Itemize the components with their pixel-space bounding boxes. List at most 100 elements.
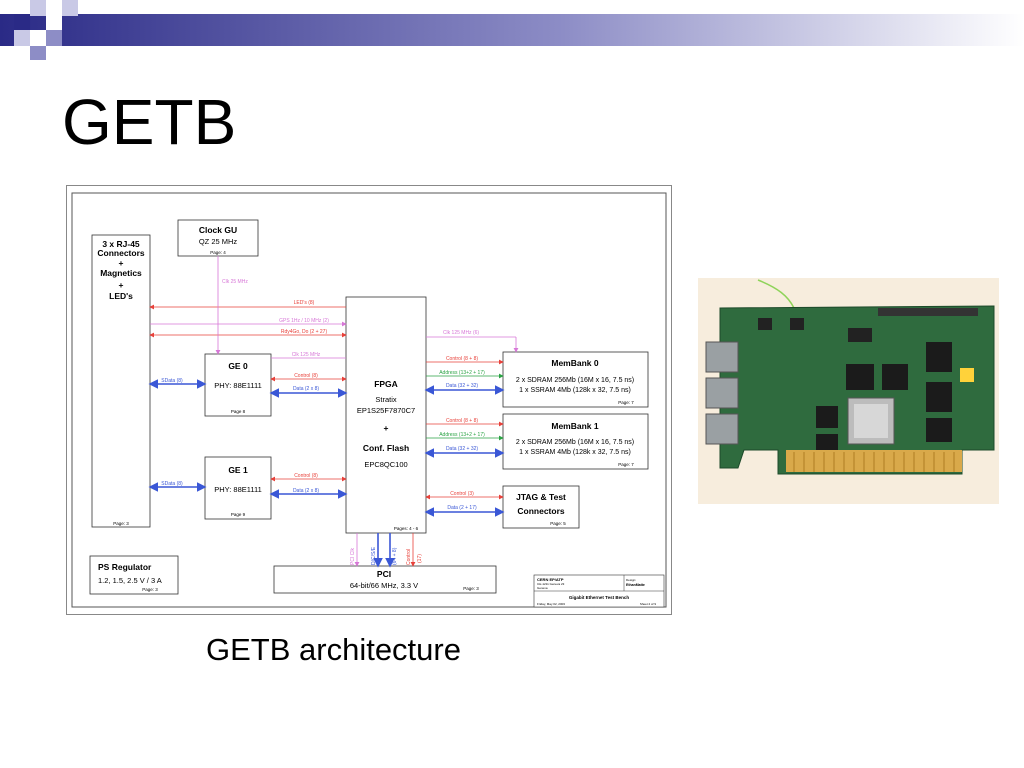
deco-square bbox=[14, 30, 30, 46]
pci-page: Page: 3 bbox=[463, 586, 479, 591]
membank1-page: Page: 7 bbox=[618, 462, 634, 467]
connectors-line6: LED's bbox=[109, 291, 133, 301]
figure-caption: GETB architecture bbox=[206, 632, 461, 667]
ge1-ctrl-label: Control (8) bbox=[294, 473, 318, 479]
connectors-line2: Connectors bbox=[97, 248, 145, 258]
tb-sheet: Sheet 2 of 9 bbox=[640, 602, 657, 606]
fpga-line1: Stratix bbox=[375, 395, 397, 404]
rdy-label: Rdy4Go, Do (2 + 27) bbox=[281, 329, 328, 335]
ge1-sub: PHY: 88E1111 bbox=[214, 485, 262, 494]
fpga-line5: EPC8QC100 bbox=[364, 460, 407, 469]
memory-chip bbox=[926, 342, 952, 372]
membank0-line2: 1 x SSRAM 4Mb (128k x 32, 7.5 ns) bbox=[519, 387, 631, 394]
tb-project: Gigabit Ethernet Test Bench bbox=[569, 595, 629, 600]
fpga-line4: Conf. Flash bbox=[363, 443, 409, 453]
ps-title: PS Regulator bbox=[98, 562, 152, 572]
ge0-block: GE 0 PHY: 88E1111 Page 8 bbox=[204, 353, 272, 417]
phy-chip bbox=[816, 406, 838, 428]
membank0-block: MemBank 0 2 x SDRAM 256Mb (16M x 16, 7.5… bbox=[502, 351, 649, 408]
architecture-schematic: 3 x RJ-45 Connectors + Magnetics + LED's… bbox=[66, 185, 672, 615]
deco-square bbox=[30, 30, 46, 46]
clk25-label: Clk 25 MHz bbox=[222, 279, 248, 285]
m0-data-label: Data (32 + 32) bbox=[446, 383, 478, 389]
m0-addr-label: Address (13+2 + 17) bbox=[439, 370, 485, 376]
memory-chip bbox=[926, 418, 952, 442]
clock-block: Clock GU QZ 25 MHz Page: 4 bbox=[177, 219, 259, 257]
membank1-title: MemBank 1 bbox=[551, 421, 599, 431]
connectors-line5: + bbox=[119, 280, 124, 290]
clk125b-label: Clk 125 MHz (6) bbox=[443, 330, 479, 336]
m1-addr-label: Address (13+2 + 17) bbox=[439, 432, 485, 438]
tb-addr1: CH-1211 Geneva 23 bbox=[537, 582, 565, 586]
ge1-block: GE 1 PHY: 88E1111 Page 9 bbox=[204, 456, 272, 520]
fpga-chip-face bbox=[854, 404, 888, 438]
tb-designer-name: EthanMatte bbox=[626, 583, 645, 587]
deco-square bbox=[14, 14, 30, 30]
deco-square bbox=[62, 0, 78, 16]
jtag-data-label: Data (2 + 17) bbox=[447, 505, 477, 511]
tb-designer: Design: bbox=[626, 578, 636, 582]
pci-count-label: (17) bbox=[417, 554, 423, 563]
deco-square bbox=[46, 14, 62, 30]
clock-title: Clock GU bbox=[199, 225, 237, 235]
ps-regulator-block: PS Regulator 1.2, 1.5, 2.5 V / 3 A Page:… bbox=[89, 555, 179, 595]
ge1-sdata-label: SData (8) bbox=[161, 481, 183, 487]
deco-square bbox=[30, 46, 46, 60]
jtag-block: JTAG & Test Connectors Page: 5 bbox=[502, 485, 580, 529]
connectors-line1: 3 x RJ-45 bbox=[102, 239, 140, 249]
sheet-border bbox=[71, 192, 667, 608]
membank0-page: Page: 7 bbox=[618, 400, 634, 405]
jtag-line2: Connectors bbox=[517, 506, 565, 516]
membank0-title: MemBank 0 bbox=[551, 358, 599, 368]
fpga-line3: + bbox=[384, 423, 389, 433]
phy-chip bbox=[816, 434, 838, 450]
clock-page: Page: 4 bbox=[210, 250, 226, 255]
ge1-title: GE 1 bbox=[228, 465, 248, 475]
pci-sub: 64-bit/66 MHz, 3.3 V bbox=[350, 581, 418, 590]
warning-label bbox=[960, 368, 974, 382]
fpga-title: FPGA bbox=[374, 379, 398, 389]
memory-chip bbox=[846, 364, 874, 390]
ge0-title: GE 0 bbox=[228, 361, 248, 371]
fpga-page: Pages: 4 - 6 bbox=[394, 526, 419, 531]
regulator bbox=[790, 318, 804, 330]
ge1-data-label: Data (2 x 8) bbox=[293, 488, 319, 494]
fpga-block: FPGA Stratix EP1S25F7870C7 + Conf. Flash… bbox=[345, 296, 427, 534]
connectors-page: Page: 3 bbox=[113, 521, 129, 526]
m1-data-label: Data (32 + 32) bbox=[446, 446, 478, 452]
memory-chip bbox=[882, 364, 908, 390]
tb-date: Friday, May 02, 2003 bbox=[537, 602, 565, 606]
clk125a-label: Clk 125 MHz bbox=[292, 352, 321, 358]
membank1-line1: 2 x SDRAM 256Mb (16M x 16, 7.5 ns) bbox=[516, 439, 634, 446]
tb-org: CERN EP/ATP bbox=[537, 577, 564, 582]
ge0-page: Page 8 bbox=[231, 409, 246, 414]
header-connector bbox=[878, 308, 978, 316]
jtag-page: Page: 5 bbox=[550, 521, 566, 526]
ge0-sdata-label: SData (8) bbox=[161, 378, 183, 384]
tb-addr2: Geneva bbox=[537, 586, 548, 590]
rj45-connector bbox=[705, 377, 739, 409]
jtag-line1: JTAG & Test bbox=[516, 492, 566, 502]
memory-chip bbox=[926, 382, 952, 412]
clock-sub: QZ 25 MHz bbox=[199, 237, 238, 246]
regulator bbox=[758, 318, 772, 330]
ge0-data-label: Data (2 x 8) bbox=[293, 386, 319, 392]
wire bbox=[757, 279, 795, 309]
getb-board-photo bbox=[698, 278, 999, 504]
ps-page: Page: 3 bbox=[142, 587, 158, 592]
ge0-ctrl-label: Control (8) bbox=[294, 373, 318, 379]
title-block: CERN EP/ATP CH-1211 Geneva 23 Geneva Des… bbox=[533, 574, 665, 608]
edge-finger-lines bbox=[793, 452, 955, 472]
m0-ctrl-label: Control (8 + 8) bbox=[446, 356, 478, 362]
pci-bus-label: (64 + 8) bbox=[392, 547, 398, 565]
jtag-ctrl-label: Control (3) bbox=[450, 491, 474, 497]
pci-block: PCI 64-bit/66 MHz, 3.3 V Page: 3 bbox=[273, 565, 497, 594]
pci-dcse-label: D/C/S/E bbox=[371, 546, 377, 565]
membank1-line2: 1 x SSRAM 4Mb (128k x 32, 7.5 ns) bbox=[519, 449, 631, 456]
pci-clk-label: PCI Clk bbox=[350, 548, 356, 565]
pci-title: PCI bbox=[377, 569, 391, 579]
deco-square bbox=[46, 30, 62, 46]
leds-label: LED's (8) bbox=[294, 300, 315, 306]
ps-sub: 1.2, 1.5, 2.5 V / 3 A bbox=[98, 576, 162, 585]
pci-ctrl-label: Control bbox=[406, 549, 412, 565]
